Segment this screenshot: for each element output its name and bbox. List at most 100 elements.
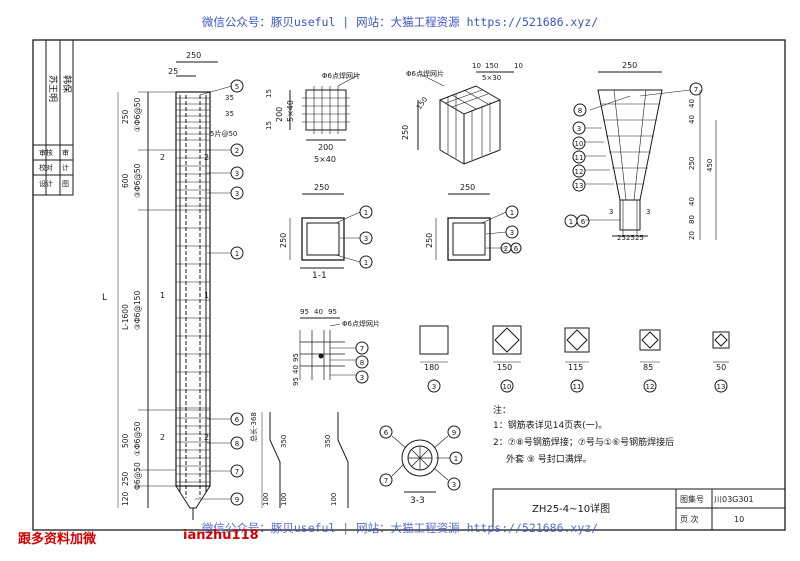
tip-dim-40c: 40 <box>688 197 696 206</box>
mesh-detail-top-40: 40 <box>314 308 323 316</box>
callout-1: 1 <box>235 250 239 258</box>
tip-callout-8: 8 <box>578 107 582 115</box>
sec33-title: 3-3 <box>410 496 425 506</box>
callout-3b: 3 <box>235 190 239 198</box>
stirrup-dim-150: 150 <box>497 363 512 372</box>
notes-heading: 注： <box>493 404 511 416</box>
page-label: 页 次 <box>680 514 699 524</box>
section-3-3: 6 7 9 1 3 3-3 <box>379 425 463 506</box>
mesh-detail: 95 40 95 Φ6点焊网片 95 40 95 7 8 3 <box>292 308 380 386</box>
bend-details: 总长-368 350 100 100 350 100 <box>249 412 349 508</box>
stirrup-mark-3: 3 <box>432 383 436 391</box>
notes-item-1: 1：钢筋表详见14页表(一)。 <box>493 419 607 431</box>
section-1-1: 250 250 1-1 1 3 1 <box>279 183 373 281</box>
side-col1-c: 设计 <box>39 179 53 188</box>
atlas-label: 图集号 <box>680 494 704 504</box>
tip-mark-3a: 3 <box>609 208 613 216</box>
side-dim-35-a: 35 <box>225 94 234 102</box>
cage-dim-150-side: 150 <box>415 96 429 112</box>
cage-dim-5x30: 5×30 <box>482 74 501 82</box>
tip-top-width: 250 <box>622 61 637 70</box>
notes-item-2: 2：⑦⑧号钢筋焊接；⑦号与①⑥号钢筋焊接后 <box>493 436 674 448</box>
tip-dim-40a: 40 <box>688 99 696 108</box>
sec22-callout-6: 6 <box>514 245 519 253</box>
side-col1-a: 审核 <box>39 148 53 157</box>
tip-bottom-25a: 25 <box>617 234 626 242</box>
spiral-note: 5片@50 <box>210 129 237 138</box>
mesh-detail-callout-7: 7 <box>360 345 364 353</box>
watermark-top: 微信公众号：豚贝useful | 网站：大猫工程资源 https://52168… <box>201 15 599 29</box>
atlas-number: 川03G301 <box>714 495 754 504</box>
tip-callout-10: 10 <box>575 140 584 148</box>
stirrup-dim-50: 50 <box>716 363 726 372</box>
callout-5: 5 <box>235 83 239 91</box>
mesh-detail-callout-8: 8 <box>360 359 364 367</box>
dim-bar1-spacing-low: ①Φ6@50 <box>133 421 142 456</box>
sec22-callout-3: 3 <box>510 229 514 237</box>
mesh-plan-left-dim-b: 15 <box>265 121 273 130</box>
tip-mark-3b: 3 <box>646 208 650 216</box>
sec11-height: 250 <box>279 233 288 248</box>
tip-callout-6: 6 <box>581 218 586 226</box>
stirrup-mark-11: 11 <box>573 383 582 391</box>
tip-callout-13: 13 <box>575 182 584 190</box>
mesh-detail-callout-3: 3 <box>360 374 364 382</box>
dim-tip-spacing: Φ6@50 <box>133 462 142 490</box>
bend-left-350: 350 <box>280 435 288 448</box>
sec11-callout-3: 3 <box>364 235 368 243</box>
side-col3-b: 计 <box>62 163 69 172</box>
mesh-plan-width-div: 5×40 <box>314 155 336 164</box>
promo-text-left: 跟多资料加微 <box>18 532 97 547</box>
sec33-callout-9: 9 <box>452 429 456 437</box>
callout-9: 9 <box>235 496 239 504</box>
title-block: ZH25-4~10详图 图集号 川03G301 页 次 10 <box>492 488 786 531</box>
dim-250-top: 250 <box>121 109 130 124</box>
stirrup-dim-85: 85 <box>643 363 653 372</box>
pile-top-width: 250 <box>186 51 201 60</box>
cage-dim-10a: 10 <box>472 62 481 70</box>
mesh-plan-height-div: 5×40 <box>286 100 295 122</box>
dim-bar1-spacing: ①Φ6@50 <box>133 97 142 132</box>
mesh-detail-left-95b: 95 <box>292 377 300 386</box>
stirrup-dim-180: 180 <box>424 363 439 372</box>
dim-500: 500 <box>121 433 130 448</box>
tip-callout-1: 1 <box>569 218 573 226</box>
dim-600: 600 <box>121 173 130 188</box>
side-signature-a: 苏王明 <box>47 75 59 102</box>
stirrup-shapes: 180 150 115 85 50 3 10 11 12 13 <box>419 325 730 393</box>
callout-7: 7 <box>235 468 239 476</box>
page-number: 10 <box>734 515 744 524</box>
side-col3-a: 审 <box>62 148 69 157</box>
mesh-detail-left-95a: 95 <box>292 353 300 362</box>
tip-callout-12: 12 <box>575 168 584 176</box>
sec33-callout-3: 3 <box>452 481 456 489</box>
side-signature-b: 韩保 <box>61 75 73 93</box>
tip-callout-7: 7 <box>694 86 698 94</box>
side-col3-c: 图 <box>62 180 69 188</box>
tip-dim-450: 450 <box>706 159 714 172</box>
sec11-callout-1a: 1 <box>364 209 368 217</box>
length-mark-L: L <box>102 293 107 303</box>
sec22-callout-1: 1 <box>510 209 514 217</box>
mesh-plan-height: 200 <box>275 107 284 122</box>
section-mark-1b: 1 <box>204 291 209 300</box>
bend-left-100: 100 <box>262 493 270 506</box>
tip-dim-80: 80 <box>688 215 696 224</box>
side-signoff-block: 审核 校对 设计 审 计 图 苏王明 韩保 <box>32 39 74 196</box>
bend-left-100b: 100 <box>280 493 288 506</box>
tip-bottom-25c: 25 <box>635 234 644 242</box>
dim-L-1600: L-1600 <box>121 304 130 330</box>
dim-250-bottom: 250 <box>121 471 130 486</box>
mesh-plan-width: 200 <box>318 143 333 152</box>
sec22-callout-2: 2 <box>504 245 508 253</box>
pile-tip-detail: 250 7 8 3 <box>564 61 717 242</box>
pile-callouts: 5 2 3 3 1 6 8 7 9 <box>195 79 244 506</box>
notes-item-3: 外套 ⑨ 号封口满焊。 <box>506 453 592 465</box>
stirrup-mark-13: 13 <box>717 383 726 391</box>
callout-3a: 3 <box>235 170 239 178</box>
notes: 注： 1：钢筋表详见14页表(一)。 2：⑦⑧号钢筋焊接；⑦号与①⑥号钢筋焊接后… <box>493 404 674 465</box>
bend-left-total: 总长-368 <box>249 412 258 442</box>
tip-dim-20: 20 <box>688 231 696 240</box>
side-dim-35-b: 35 <box>225 110 234 118</box>
